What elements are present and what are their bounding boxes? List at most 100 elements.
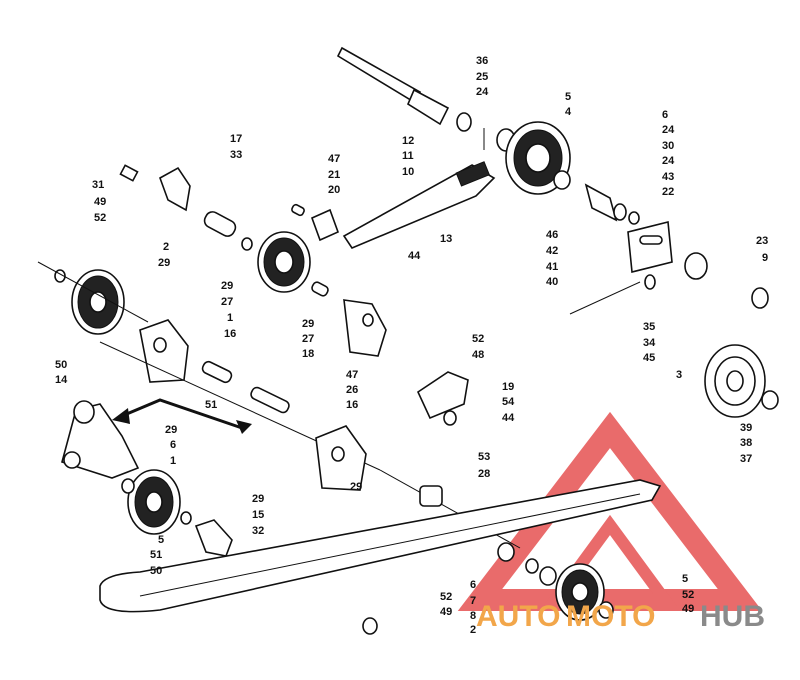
callout-c49c: 49 bbox=[440, 606, 452, 618]
callout-c45: 45 bbox=[643, 352, 655, 364]
lower-right-wheel bbox=[362, 542, 614, 635]
callout-c42: 42 bbox=[546, 245, 558, 257]
callout-c44b: 44 bbox=[502, 412, 515, 424]
callout-c50b: 50 bbox=[150, 565, 162, 577]
lower-left-wheel bbox=[121, 469, 181, 535]
callout-c14: 14 bbox=[55, 374, 68, 386]
callout-c15: 15 bbox=[252, 509, 264, 521]
callout-c30: 30 bbox=[662, 140, 674, 152]
callout-c4: 4 bbox=[565, 106, 572, 118]
callout-c54: 54 bbox=[502, 396, 515, 408]
callout-c49b: 49 bbox=[682, 603, 694, 615]
callout-c27b: 27 bbox=[302, 333, 314, 345]
callout-c40: 40 bbox=[546, 276, 558, 288]
callout-c12: 12 bbox=[402, 135, 414, 147]
upper-idler-wheel bbox=[496, 121, 571, 195]
callout-c20: 20 bbox=[328, 184, 340, 196]
callout-c29e: 29 bbox=[350, 481, 362, 493]
callout-c50a: 50 bbox=[55, 359, 67, 371]
callout-c31: 31 bbox=[92, 179, 104, 191]
callout-c1b: 1 bbox=[170, 455, 176, 467]
callout-c52c: 52 bbox=[682, 589, 694, 601]
callout-c47b: 47 bbox=[346, 369, 358, 381]
callout-c1a: 1 bbox=[227, 312, 233, 324]
callout-c9: 9 bbox=[762, 252, 768, 264]
axle-bracket-upper bbox=[139, 319, 189, 383]
right-bracket bbox=[569, 183, 769, 315]
callout-c38: 38 bbox=[740, 437, 752, 449]
callout-c41: 41 bbox=[546, 261, 558, 273]
callout-c2a: 2 bbox=[163, 241, 169, 253]
callout-c52a: 52 bbox=[94, 212, 106, 224]
left-arm bbox=[61, 400, 140, 479]
callout-c6c: 6 bbox=[470, 579, 476, 591]
callout-c18: 18 bbox=[302, 348, 314, 360]
callout-c36: 36 bbox=[476, 55, 488, 67]
callout-c24c: 24 bbox=[662, 155, 675, 167]
callout-c46: 46 bbox=[546, 229, 558, 241]
callout-c24a: 24 bbox=[476, 86, 489, 98]
callout-c28: 28 bbox=[478, 468, 490, 480]
callout-c53: 53 bbox=[478, 451, 490, 463]
watermark-auto: AUTO bbox=[476, 600, 560, 633]
slide-arm bbox=[342, 128, 496, 249]
callout-c13: 13 bbox=[440, 233, 452, 245]
assembly-direction-arrow bbox=[112, 398, 252, 434]
callout-c29f: 29 bbox=[252, 493, 264, 505]
rear-shaft bbox=[336, 46, 472, 132]
callout-c5a: 5 bbox=[565, 91, 571, 103]
callout-c17: 17 bbox=[230, 133, 242, 145]
right-wheel bbox=[704, 344, 779, 418]
callout-c51a: 51 bbox=[205, 399, 217, 411]
center-bracket bbox=[343, 299, 387, 357]
callout-c52d: 52 bbox=[440, 591, 452, 603]
callout-c35: 35 bbox=[643, 321, 655, 333]
slide-rail bbox=[99, 479, 662, 613]
callout-c29c: 29 bbox=[302, 318, 314, 330]
callout-c34: 34 bbox=[643, 337, 656, 349]
watermark-hub: HUB bbox=[700, 600, 765, 633]
callout-c5b: 5 bbox=[158, 534, 164, 546]
callout-c25: 25 bbox=[476, 71, 488, 83]
callout-c44a: 44 bbox=[408, 250, 421, 262]
callout-c16b: 16 bbox=[346, 399, 358, 411]
callout-c6b: 6 bbox=[170, 439, 176, 451]
watermark-moto: MOTO bbox=[566, 600, 655, 633]
callout-c21: 21 bbox=[328, 169, 340, 181]
callout-c24b: 24 bbox=[662, 124, 675, 136]
callout-c32: 32 bbox=[252, 525, 264, 537]
callout-c43: 43 bbox=[662, 171, 674, 183]
callout-c22: 22 bbox=[662, 186, 674, 198]
callout-c52b: 52 bbox=[472, 333, 484, 345]
callout-c51b: 51 bbox=[150, 549, 162, 561]
callout-c5c: 5 bbox=[682, 573, 688, 585]
callout-c8: 8 bbox=[470, 610, 476, 622]
callout-c49a: 49 bbox=[94, 196, 106, 208]
axle-bracket-lower bbox=[315, 425, 367, 491]
callout-c7: 7 bbox=[470, 595, 476, 607]
callout-c16a: 16 bbox=[224, 328, 236, 340]
callout-c23: 23 bbox=[756, 235, 768, 247]
callout-c11: 11 bbox=[402, 150, 414, 162]
callout-c33: 33 bbox=[230, 149, 242, 161]
callout-c47a: 47 bbox=[328, 153, 340, 165]
callout-c6a: 6 bbox=[662, 109, 668, 121]
callout-c27a: 27 bbox=[221, 296, 233, 308]
callout-c37: 37 bbox=[740, 453, 752, 465]
callout-c2b: 2 bbox=[470, 624, 476, 636]
callout-c29a: 29 bbox=[158, 257, 170, 269]
callout-c19: 19 bbox=[502, 381, 514, 393]
watermark-logo-text: AUTO MOTO HUB bbox=[476, 600, 765, 633]
callout-c26: 26 bbox=[346, 384, 358, 396]
shock-bracket bbox=[416, 371, 469, 426]
callout-c29b: 29 bbox=[221, 280, 233, 292]
callout-c3: 3 bbox=[676, 369, 682, 381]
upper-left-axle bbox=[119, 164, 340, 297]
stub-shaft bbox=[180, 511, 233, 557]
spacer-block bbox=[419, 485, 443, 507]
callout-c39: 39 bbox=[740, 422, 752, 434]
callout-c29d: 29 bbox=[165, 424, 177, 436]
callout-c10: 10 bbox=[402, 166, 414, 178]
